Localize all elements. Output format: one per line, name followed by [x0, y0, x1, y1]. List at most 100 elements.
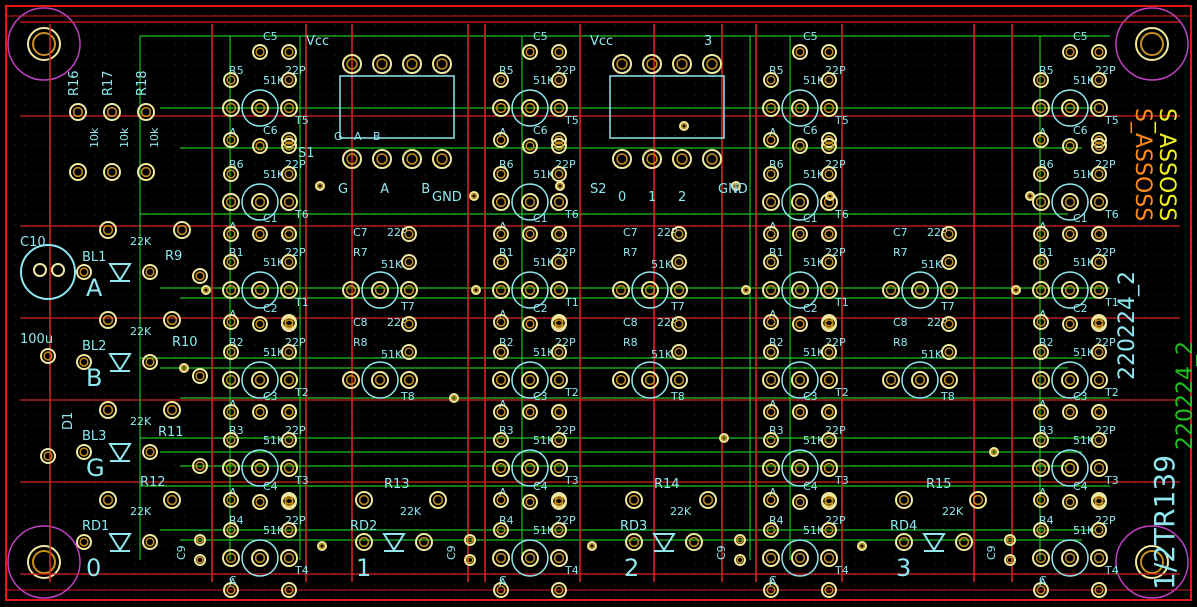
pad: [911, 371, 929, 389]
silk-label: 22P: [1095, 246, 1116, 259]
c9-label-4: C9: [985, 545, 998, 560]
pad: [763, 226, 779, 242]
pad: [1061, 371, 1079, 389]
silk-label: T8: [670, 390, 685, 403]
transistor-outline: [511, 361, 549, 399]
pad: [522, 138, 538, 154]
silk-label: T5: [564, 114, 579, 127]
pad: [551, 582, 567, 598]
pad: [76, 444, 92, 460]
pad: [223, 404, 239, 420]
pad: [251, 459, 269, 477]
pad: [1061, 193, 1079, 211]
pad: [699, 491, 717, 509]
pad: [355, 533, 373, 551]
pad: [685, 533, 703, 551]
pad: [820, 281, 838, 299]
pad: [551, 404, 567, 420]
pad: [281, 582, 297, 598]
pad: [679, 121, 689, 131]
pad: [821, 582, 837, 598]
led-indicator: [108, 263, 132, 282]
silk-label: 51K: [263, 524, 285, 537]
pad: [521, 371, 539, 389]
silk-label: C8: [353, 316, 368, 329]
d1-label: D1: [61, 412, 76, 430]
pad: [551, 316, 567, 332]
silk-label: 51K: [533, 524, 555, 537]
pad: [791, 371, 809, 389]
pad: [1091, 404, 1107, 420]
pad: [1033, 72, 1049, 88]
silk-label: C3: [1073, 390, 1088, 403]
pad: [821, 522, 837, 538]
pad: [821, 226, 837, 242]
pad: [521, 99, 539, 117]
pad: [40, 448, 56, 464]
pad: [415, 533, 433, 551]
silk-label: C1: [803, 212, 818, 225]
silk-label: C4: [803, 480, 818, 493]
right-side-text: 1/2TR139 220224_2 220224_2 S_ASSOSS S_AS…: [1115, 108, 1197, 590]
silk-label: C6: [263, 124, 278, 137]
pad: [550, 193, 568, 211]
pad: [821, 138, 837, 154]
gnd-label-1: GND: [432, 190, 462, 205]
pad: [763, 492, 779, 508]
pad: [1061, 99, 1079, 117]
vcc-label-1: Vcc: [306, 34, 329, 49]
pad: [342, 54, 362, 74]
silk-label: C7: [353, 226, 368, 239]
switch-outline: [609, 75, 725, 139]
pad: [625, 533, 643, 551]
transistor-outline: [241, 183, 279, 221]
pad: [492, 99, 510, 117]
pad: [702, 54, 722, 74]
led-indicator: [108, 353, 132, 372]
silk-label: T6: [564, 208, 579, 221]
pad: [940, 281, 958, 299]
pad: [99, 491, 117, 509]
silk-label: 22P: [555, 158, 576, 171]
pad: [895, 491, 913, 509]
silk-label: C1: [1073, 212, 1088, 225]
pad: [741, 285, 751, 295]
pad: [612, 281, 630, 299]
silk-label: C3: [263, 390, 278, 403]
pad: [401, 254, 417, 270]
mount-hole-tr: [1115, 7, 1189, 81]
silk-label: T7: [670, 300, 685, 313]
pad: [1033, 582, 1049, 598]
pad: [672, 149, 692, 169]
silk-label: T5: [834, 114, 849, 127]
pad: [315, 181, 325, 191]
pad: [821, 344, 837, 360]
pad: [223, 254, 239, 270]
pad: [550, 99, 568, 117]
pad: [492, 281, 510, 299]
pad: [1061, 459, 1079, 477]
pad: [941, 254, 957, 270]
pad: [142, 354, 158, 370]
pad: [281, 404, 297, 420]
pad: [401, 226, 417, 242]
pad: [911, 281, 929, 299]
pad: [1091, 72, 1107, 88]
pad: [1032, 371, 1050, 389]
pad: [371, 371, 389, 389]
pad: [493, 492, 509, 508]
pad: [941, 226, 957, 242]
silk-label: 51K: [263, 346, 285, 359]
silk-label: T4: [294, 564, 309, 577]
pad: [281, 494, 297, 510]
pad: [201, 285, 211, 295]
pad: [280, 281, 298, 299]
